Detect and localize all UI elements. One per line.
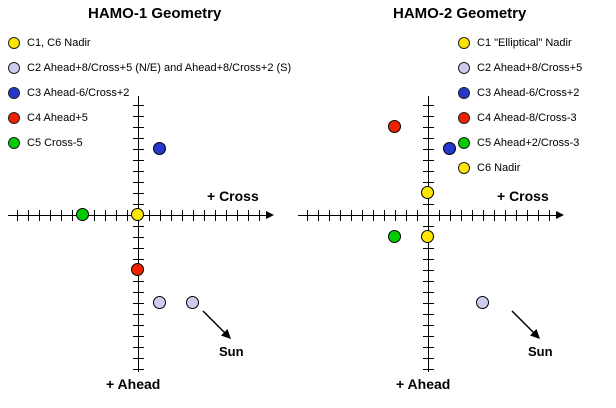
legend-swatch-icon [458, 136, 470, 149]
hamo1-title: HAMO-1 Geometry [88, 5, 222, 22]
legend-item: C5 Ahead+2/Cross-3 [458, 130, 582, 155]
legend-swatch-icon [8, 136, 20, 149]
legend-item: C4 Ahead-8/Cross-3 [458, 105, 582, 130]
point-C3 [443, 142, 456, 155]
hamo1-legend: C1, C6 Nadir C2 Ahead+8/Cross+5 (N/E) and… [8, 30, 291, 155]
legend-label: C2 Ahead+8/Cross+5 [477, 61, 583, 74]
hamo2-cross-axis-label: + Cross [497, 188, 549, 204]
hamo2-sun-label: Sun [528, 344, 553, 359]
legend-item: C2 Ahead+8/Cross+5 (N/E) and Ahead+8/Cro… [8, 55, 291, 80]
legend-label: C4 Ahead-8/Cross-3 [477, 111, 577, 124]
legend-label: C1 "Elliptical" Nadir [477, 36, 572, 49]
point-C2-S [153, 296, 166, 309]
hamo1-cross-axis-label: + Cross [207, 188, 259, 204]
legend-swatch-icon [458, 161, 470, 174]
legend-item: C1, C6 Nadir [8, 30, 291, 55]
legend-item: C3 Ahead-6/Cross+2 [8, 80, 291, 105]
hamo2-sun-arrow-icon [511, 310, 540, 339]
point-C4 [388, 120, 401, 133]
hamo1-sun-arrow-icon [202, 310, 231, 339]
hamo1-cross-axis-arrowhead-icon [266, 210, 274, 219]
hamo1-sun-label: Sun [219, 344, 244, 359]
legend-item: C2 Ahead+8/Cross+5 [458, 55, 582, 80]
legend-item: C3 Ahead-6/Cross+2 [458, 80, 582, 105]
point-C2-NE [186, 296, 199, 309]
legend-swatch-icon [8, 86, 20, 99]
hamo2-cross-axis-arrowhead-icon [556, 210, 564, 219]
hamo1-ahead-axis-label: + Ahead [106, 376, 161, 392]
legend-swatch-icon [8, 61, 20, 74]
legend-item: C5 Cross-5 [8, 130, 291, 155]
hamo2-title: HAMO-2 Geometry [393, 5, 527, 22]
legend-swatch-icon [458, 86, 470, 99]
legend-label: C5 Ahead+2/Cross-3 [477, 136, 580, 149]
legend-item: C6 Nadir [458, 155, 582, 180]
legend-label: C4 Ahead+5 [27, 111, 88, 124]
legend-label: C3 Ahead-6/Cross+2 [27, 86, 130, 99]
legend-swatch-icon [8, 111, 20, 124]
legend-label: C1, C6 Nadir [27, 36, 91, 49]
legend-swatch-icon [458, 111, 470, 124]
legend-label: C6 Nadir [477, 161, 521, 174]
legend-label: C5 Cross-5 [27, 136, 83, 149]
legend-item: C4 Ahead+5 [8, 105, 291, 130]
legend-label: C2 Ahead+8/Cross+5 (N/E) and Ahead+8/Cro… [27, 61, 292, 74]
hamo2-ahead-axis-ticks [423, 105, 434, 371]
legend-item: C1 "Elliptical" Nadir [458, 30, 582, 55]
legend-swatch-icon [8, 36, 20, 49]
point-C5 [388, 230, 401, 243]
legend-swatch-icon [458, 61, 470, 74]
hamo1-ahead-axis-ticks [133, 105, 144, 371]
legend-swatch-icon [458, 36, 470, 49]
point-C2 [476, 296, 489, 309]
legend-label: C3 Ahead-6/Cross+2 [477, 86, 580, 99]
hamo2-ahead-axis-label: + Ahead [396, 376, 451, 392]
